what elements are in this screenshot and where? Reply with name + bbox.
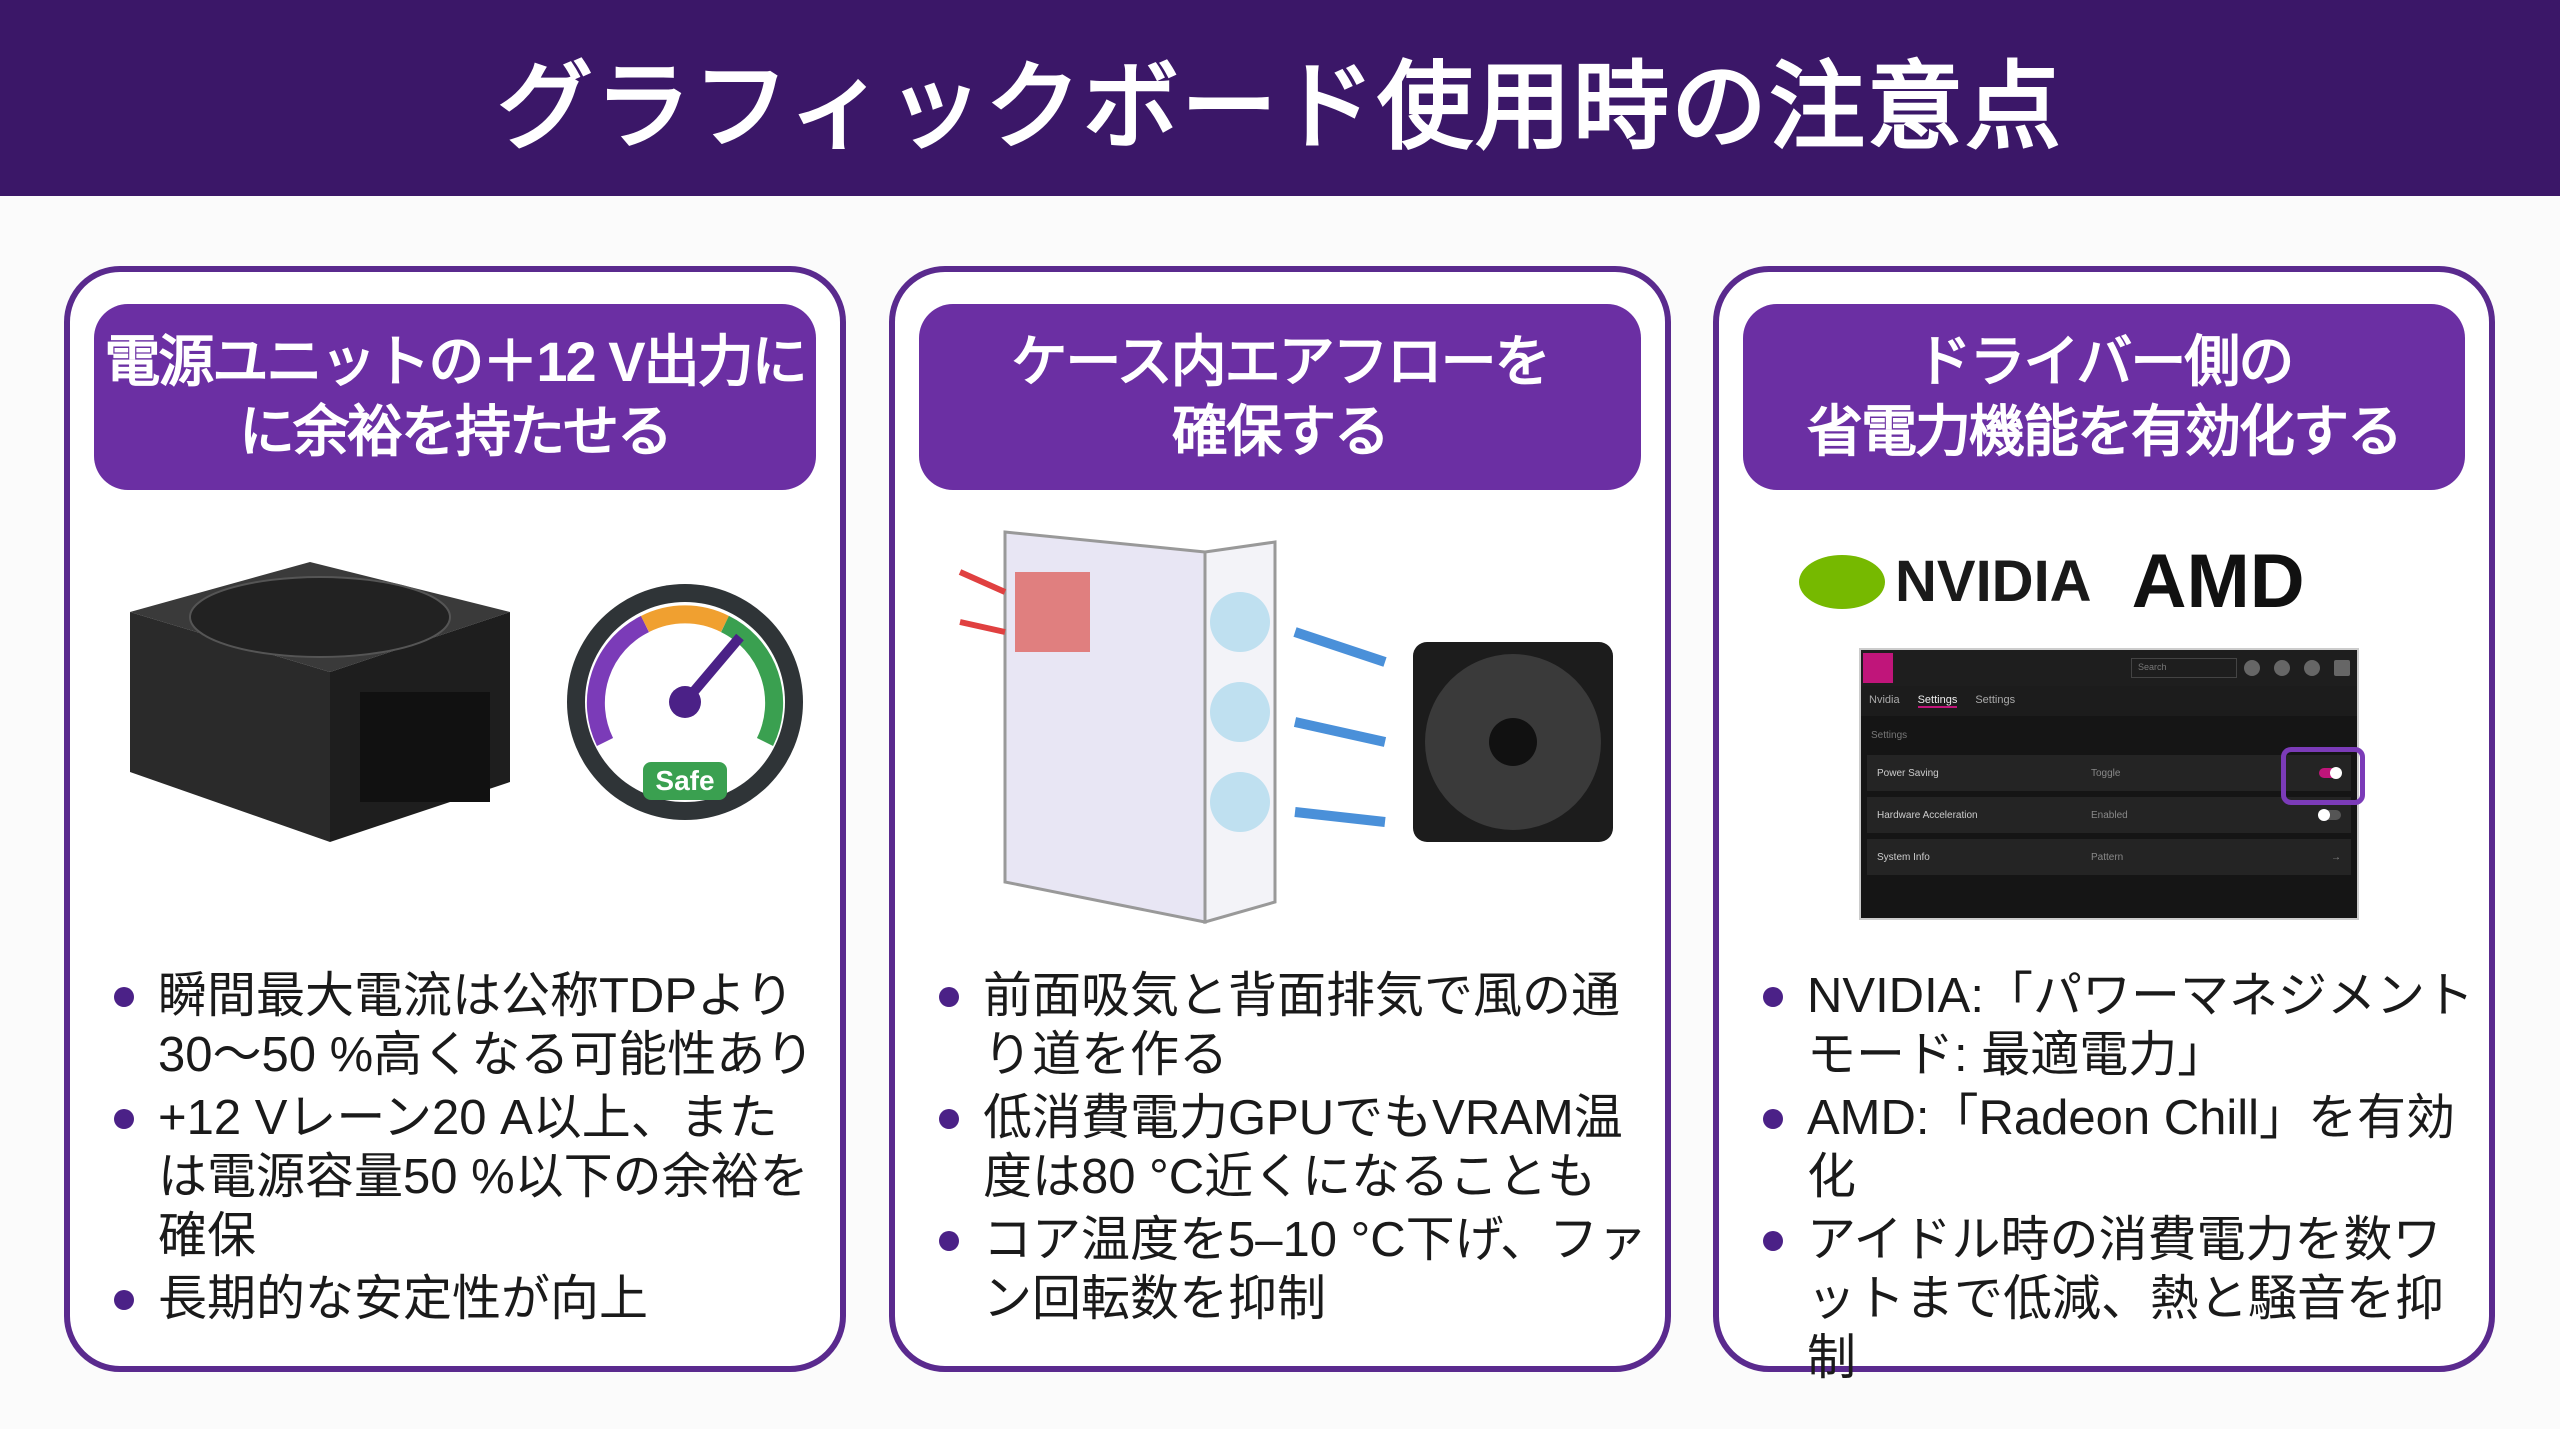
page-title: グラフィックボード使用時の注意点 <box>496 53 2064 161</box>
bullet-list: 前面吸気と背面排気で風の通り道を作る 低消費電力GPUでもVRAM温度は80 °… <box>935 967 1651 1333</box>
bullet-item: 低消費電力GPUでもVRAM温度は80 °C近くになることも <box>935 1089 1651 1207</box>
heading-line: ケース内エアフローを <box>1011 330 1550 393</box>
setting-label: System Info <box>1877 851 1930 863</box>
setting-row[interactable]: System Info Pattern → <box>1867 839 2351 875</box>
gauge-label: Safe <box>655 765 714 796</box>
tab-nvidia[interactable]: Nvidia <box>1869 694 1900 706</box>
tab-settings-2[interactable]: Settings <box>1975 694 2016 706</box>
gear-icon[interactable] <box>2304 660 2320 676</box>
card-heading: ケース内エアフローを 確保する <box>919 304 1641 490</box>
setting-label: Hardware Acceleration <box>1877 809 1978 821</box>
psu-illustration: Safe <box>90 522 820 942</box>
card-driver: ドライバー側の 省電力機能を有効化する NVIDIA AMD Search Nv… <box>1713 266 2495 1385</box>
bell-icon[interactable] <box>2274 660 2290 676</box>
nvidia-eye-icon <box>1799 555 1885 609</box>
setting-row: Power Saving Toggle <box>1867 755 2351 791</box>
heading-line: 電源ユニットの＋12 V出力に <box>104 330 807 393</box>
gauge-icon: Safe <box>567 584 803 820</box>
vendor-logos: NVIDIA AMD <box>1799 542 2305 622</box>
setting-label: Power Saving <box>1877 767 1939 779</box>
arrow-right-icon: → <box>2331 851 2341 863</box>
psu-icon <box>130 562 510 842</box>
app-toolbar: Search <box>1861 650 2357 686</box>
bullet-item: 長期的な安定性が向上 <box>110 1270 826 1329</box>
window-icon[interactable] <box>2334 660 2350 676</box>
bullet-item: 瞬間最大電流は公称TDPより30〜50 %高くなる可能性あり <box>110 967 826 1085</box>
driver-settings-screenshot: Search Nvidia Settings Settings Settings… <box>1859 648 2365 920</box>
airflow-illustration <box>915 522 1645 942</box>
bullet-item: AMD:「Radeon Chill」を有効化 <box>1759 1089 2475 1207</box>
section-header[interactable]: Settings <box>1871 730 1908 741</box>
nvidia-logo: NVIDIA <box>1895 549 2092 614</box>
bullet-item: 前面吸気と背面排気で風の通り道を作る <box>935 967 1651 1085</box>
exhaust-arrows-icon <box>958 569 1007 635</box>
fan-icon <box>1413 642 1613 842</box>
globe-icon[interactable] <box>2244 660 2260 676</box>
hw-accel-toggle[interactable] <box>2318 809 2341 821</box>
power-saving-toggle[interactable] <box>2319 767 2342 779</box>
card-airflow: ケース内エアフローを 確保する 前面吸気と背面排気で風の通り道を作る 低消費電力… <box>889 266 1671 1372</box>
setting-value: Pattern <box>2091 851 2124 863</box>
highlight-box <box>2281 747 2365 805</box>
bullet-item: NVIDIA:「パワーマネジメントモード: 最適電力」 <box>1759 967 2475 1085</box>
setting-value: Enabled <box>2091 809 2128 821</box>
bullet-list: NVIDIA:「パワーマネジメントモード: 最適電力」 AMD:「Radeon … <box>1759 967 2475 1392</box>
bullet-item: コア温度を5–10 °C下げ、ファン回転数を抑制 <box>935 1211 1651 1329</box>
tab-settings[interactable]: Settings <box>1917 694 1958 708</box>
card-heading: 電源ユニットの＋12 V出力に に余裕を持たせる <box>94 304 816 490</box>
bullet-item: アイドル時の消費電力を数ワットまで低減、熱と騒音を抑制 <box>1759 1211 2475 1388</box>
pc-case-icon <box>1003 530 1277 924</box>
amd-app-logo-icon <box>1863 653 1893 683</box>
setting-value: Toggle <box>2091 767 2121 779</box>
heading-line: 省電力機能を有効化する <box>1807 400 2403 463</box>
setting-row: Hardware Acceleration Enabled <box>1867 797 2351 833</box>
bullet-list: 瞬間最大電流は公称TDPより30〜50 %高くなる可能性あり +12 Vレーン2… <box>110 967 826 1333</box>
bullet-item: +12 Vレーン20 A以上、または電源容量50 %以下の余裕を確保 <box>110 1089 826 1266</box>
search-input[interactable]: Search <box>2131 658 2237 678</box>
card-heading: ドライバー側の 省電力機能を有効化する <box>1743 304 2465 490</box>
tab-bar: Nvidia Settings Settings <box>1861 686 2357 716</box>
card-psu: 電源ユニットの＋12 V出力に に余裕を持たせる Safe 瞬間最大電流は公称T… <box>64 266 846 1372</box>
heading-line: に余裕を持たせる <box>239 400 673 463</box>
amd-logo: AMD <box>2131 539 2305 624</box>
heading-line: ドライバー側の <box>1915 330 2295 393</box>
heading-line: 確保する <box>1172 400 1390 463</box>
header-banner: グラフィックボード使用時の注意点 <box>0 0 2560 196</box>
intake-arrows-icon <box>1293 627 1387 827</box>
